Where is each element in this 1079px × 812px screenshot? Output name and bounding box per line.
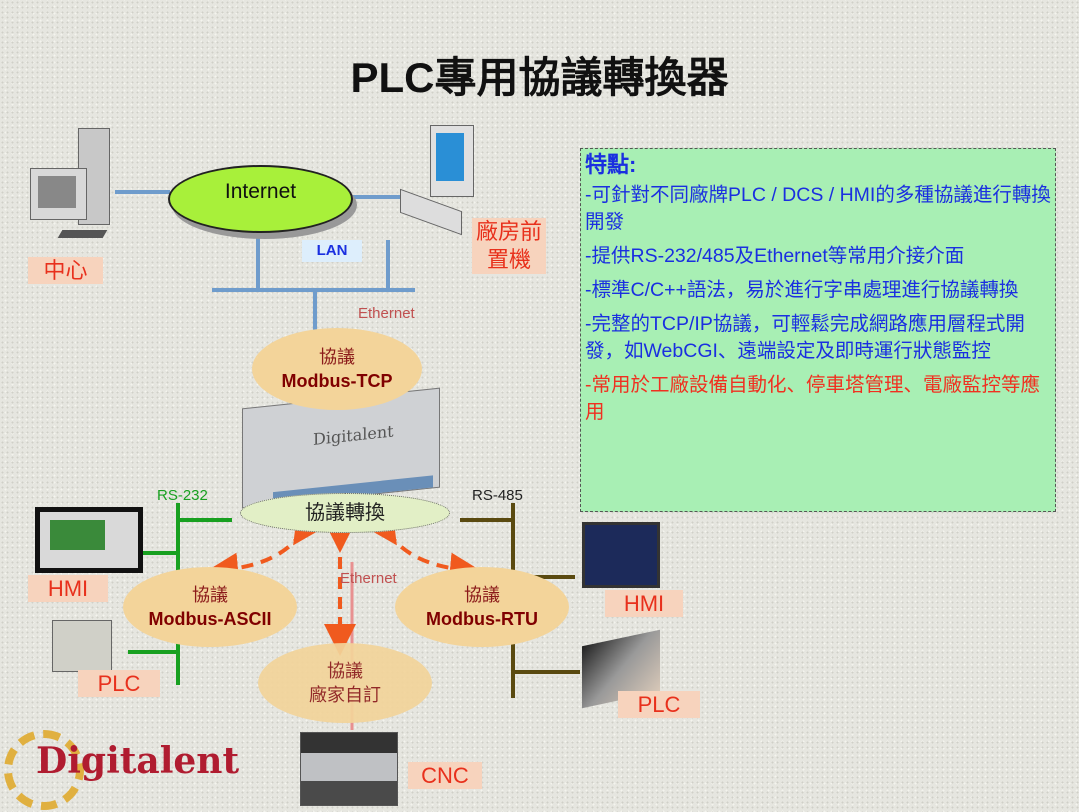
protocol-modbus-rtu: 協議 Modbus-RTU [395,567,569,647]
feature-item: -提供RS-232/485及Ethernet等常用介接介面 [585,245,965,267]
feature-item: -標準C/C++語法，易於進行字串處理進行協議轉換 [585,279,1019,301]
ethernet-bottom-label: Ethernet [340,570,397,587]
plc-left-icon [52,620,112,672]
hmi-left-label: HMI [28,575,108,602]
frontend-computer-icon [395,125,475,243]
feature-item: -完整的TCP/IP協議，可輕鬆完成網路應用層程式開發，如WebCGI、遠端設定… [585,313,1025,362]
device-brand-logo: Digitalent [313,421,394,449]
protocol-label: 協議 [192,585,228,605]
protocol-label: 協議 [319,347,355,367]
rs232-label: RS-232 [157,487,208,504]
rs485-label: RS-485 [472,487,523,504]
cnc-label: CNC [408,762,482,789]
hmi-right-label: HMI [605,590,683,617]
protocol-modbus-tcp: 協議 Modbus-TCP [252,328,422,410]
lan-label: LAN [302,240,362,262]
protocol-name: Modbus-RTU [426,609,538,629]
protocol-converter: 協議轉換 [240,493,450,533]
protocol-name: 廠家自訂 [309,685,381,705]
page-title: PLC專用協議轉換器 [350,54,729,101]
ethernet-top-label: Ethernet [358,305,415,322]
frontend-label: 廠房前 置機 [472,218,546,274]
plc-left-label: PLC [78,670,160,697]
frontend-label-line1: 廠房前 [475,219,542,244]
plc-right-label: PLC [618,691,700,718]
protocol-label: 協議 [464,585,500,605]
features-heading: 特點: [585,152,637,177]
frontend-label-line2: 置機 [486,247,531,272]
protocol-label: 協議 [327,661,363,681]
cloud-internet [168,165,353,233]
protocol-modbus-ascii: 協議 Modbus-ASCII [123,567,297,647]
digitalent-logo: Digitalent [0,730,270,812]
hmi-left-icon [35,507,143,573]
cnc-machine-icon [300,732,398,806]
feature-item: -可針對不同廠牌PLC / DCS / HMI的多種協議進行轉換開發 [585,184,1051,233]
lan-lines [115,190,415,330]
center-label: 中心 [28,257,103,284]
center-computer-icon [30,128,125,248]
hmi-right-icon [582,522,660,588]
features-panel: 特點: -可針對不同廠牌PLC / DCS / HMI的多種協議進行轉換開發 -… [580,148,1056,512]
protocol-custom: 協議 廠家自訂 [258,643,432,723]
feature-item: -常用於工廠設備自動化、停車塔管理、電廠監控等應用 [585,374,1040,423]
protocol-name: Modbus-TCP [281,371,393,391]
converter-label: 協議轉換 [305,502,385,524]
internet-label: Internet [224,180,297,203]
protocol-name: Modbus-ASCII [148,609,272,629]
